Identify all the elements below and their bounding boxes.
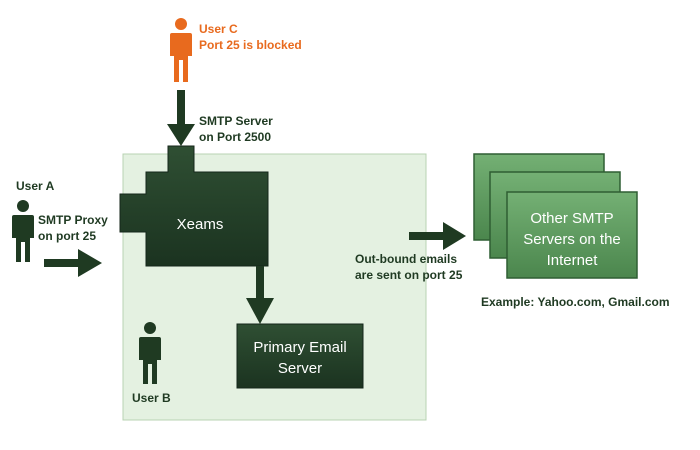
primary-email-label-line1: Primary Email <box>253 339 346 356</box>
arrow-outbound <box>409 222 466 250</box>
smtp-server-label-line2: on Port 2500 <box>199 130 271 144</box>
user-a-name: User A <box>16 179 55 193</box>
user-b-name: User B <box>132 391 171 405</box>
smtp-proxy-label-line1: SMTP Proxy <box>38 213 108 227</box>
user-c-name: User C <box>199 22 238 36</box>
other-smtp-label-line2: Servers on the <box>523 231 621 248</box>
example-label: Example: Yahoo.com, Gmail.com <box>481 295 670 309</box>
arrow-user-a-to-xeams <box>44 249 102 277</box>
xeams-box <box>119 145 269 267</box>
outbound-label-line1: Out-bound emails <box>355 252 457 266</box>
arrow-user-c-to-xeams <box>167 90 195 146</box>
user-c-note: Port 25 is blocked <box>199 38 302 52</box>
smtp-server-label-line1: SMTP Server <box>199 114 273 128</box>
smtp-proxy-label-line2: on port 25 <box>38 229 96 243</box>
arrow-xeams-to-primary <box>246 266 274 324</box>
smtp-server-card-front <box>506 191 638 279</box>
outbound-label-line2: are sent on port 25 <box>355 268 463 282</box>
xeams-label: Xeams <box>177 216 224 233</box>
primary-email-label-line2: Server <box>278 360 322 377</box>
primary-email-server-box <box>236 323 364 389</box>
user-c-icon <box>170 18 192 82</box>
other-smtp-label-line1: Other SMTP <box>530 210 613 227</box>
user-b-icon <box>139 322 161 384</box>
other-smtp-label-line3: Internet <box>547 252 599 269</box>
user-a-icon <box>12 200 34 262</box>
